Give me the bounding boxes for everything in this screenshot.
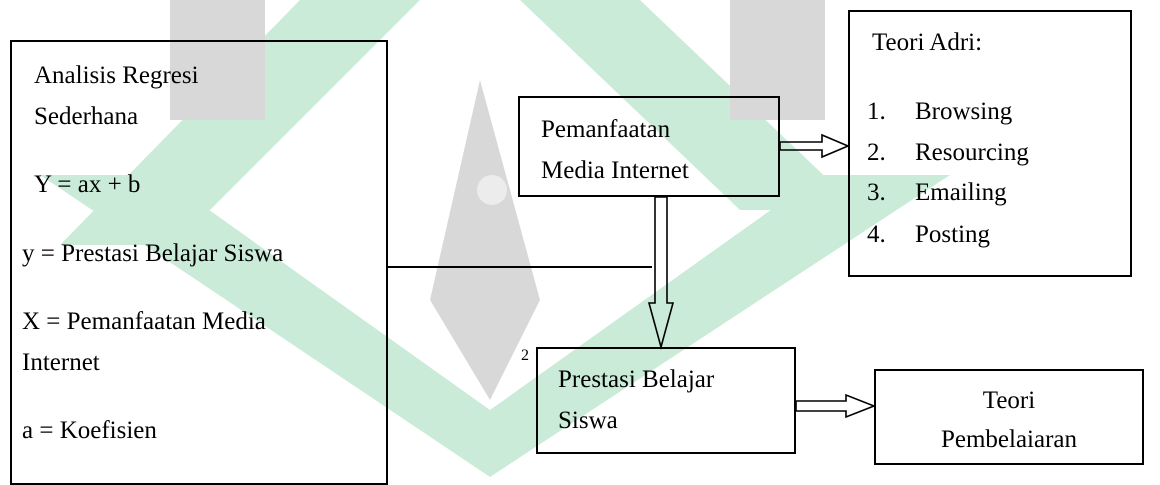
- regression-def-a: a = Koefisien: [22, 417, 157, 444]
- regression-title-line2: Sederhana: [34, 103, 139, 130]
- achievement-footnote: 2: [521, 347, 529, 364]
- theory-adri-box: [848, 10, 1132, 277]
- watermark-bar-right: [730, 0, 825, 120]
- theory-item-number: 4.: [867, 221, 886, 248]
- hollow-arrow-down: [647, 196, 675, 351]
- regression-title-line1: Analisis Regresi: [34, 62, 199, 89]
- internet-usage-line2: Media Internet: [541, 157, 689, 184]
- watermark-band-right: [520, 0, 860, 210]
- theory-item-label: Emailing: [915, 179, 1007, 206]
- regression-def-y: y = Prestasi Belajar Siswa: [22, 240, 284, 267]
- learning-theory-box: [874, 369, 1144, 465]
- watermark-pen-hole: [477, 175, 507, 205]
- theory-adri-title: Teori Adri:: [872, 29, 983, 56]
- watermark-chevron: [40, 175, 950, 477]
- theory-item-label: Browsing: [915, 98, 1013, 125]
- theory-item-label: Posting: [915, 221, 991, 248]
- regression-equation: Y = ax + b: [34, 171, 141, 198]
- theory-item-number: 3.: [867, 179, 886, 206]
- internet-usage-box: [518, 96, 780, 197]
- watermark-bar-left: [170, 0, 265, 120]
- theory-item-number: 2.: [867, 139, 886, 166]
- hollow-arrow-right: [779, 133, 851, 159]
- regression-def-x-line1: X = Pemanfaatan Media: [22, 308, 266, 335]
- learning-theory-line1: Teori: [982, 387, 1036, 414]
- achievement-box: [536, 347, 796, 454]
- watermark-pen-nib: [430, 80, 540, 400]
- achievement-line1: Prestasi Belajar: [558, 366, 715, 393]
- internet-usage-line1: Pemanfaatan: [541, 116, 671, 143]
- regression-def-x-line2: Internet: [22, 349, 100, 376]
- hollow-arrow-right-lower: [795, 393, 877, 419]
- achievement-line2: Siswa: [558, 407, 618, 434]
- theory-item-label: Resourcing: [915, 139, 1029, 166]
- theory-item-number: 1.: [867, 98, 886, 125]
- learning-theory-line2: Pembelaiaran: [940, 426, 1078, 453]
